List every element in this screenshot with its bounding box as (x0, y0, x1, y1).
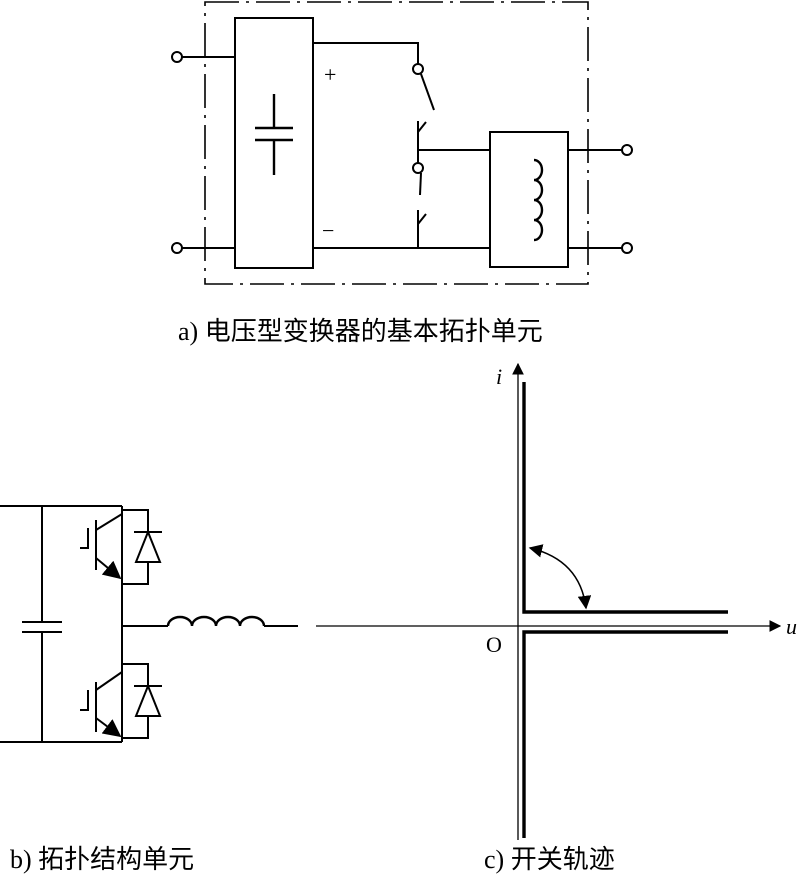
panel-a-caption: a) 电压型变换器的基本拓扑单元 (178, 317, 543, 346)
lower-diode-symbol (122, 663, 162, 739)
dashdot-enclosure (204, 1, 589, 285)
origin-label: O (486, 632, 502, 657)
upper-diode-symbol (122, 509, 162, 585)
panel-b-caption: b) 拓扑结构单元 (10, 845, 194, 874)
panel-a-voltage-converter-unit (171, 1, 633, 285)
filter-box (489, 131, 569, 268)
mid-node (412, 162, 424, 174)
panel-c-switching-trajectory (316, 362, 782, 840)
trajectory-lower (522, 630, 728, 838)
dc-link-box (234, 17, 314, 269)
input-terminal-bottom (171, 242, 235, 254)
output-terminal-top (568, 144, 633, 156)
positive-bus-wire (313, 42, 419, 64)
switching-arc-arrow (528, 544, 592, 610)
panel-c-caption: c) 开关轨迹 (484, 845, 615, 874)
lower-igbt-symbol (80, 671, 123, 738)
plus-sign-label: + (324, 62, 336, 87)
upper-igbt-symbol (80, 513, 123, 580)
i-axis-label: i (496, 364, 502, 389)
panel-b-half-bridge-leg (0, 505, 298, 743)
capacitor-symbol (255, 94, 293, 175)
input-terminal-top (171, 51, 235, 63)
upper-switch-symbol (412, 63, 435, 163)
u-axis-label: u (786, 614, 797, 639)
lower-switch-symbol (417, 172, 427, 248)
output-terminal-bottom (568, 242, 633, 254)
dc-capacitor-symbol (22, 506, 62, 742)
inductor-coil-horizontal (166, 615, 266, 627)
trajectory-upper (522, 382, 728, 614)
inductor-coil-vertical (533, 158, 544, 242)
minus-sign-label: − (322, 218, 334, 243)
